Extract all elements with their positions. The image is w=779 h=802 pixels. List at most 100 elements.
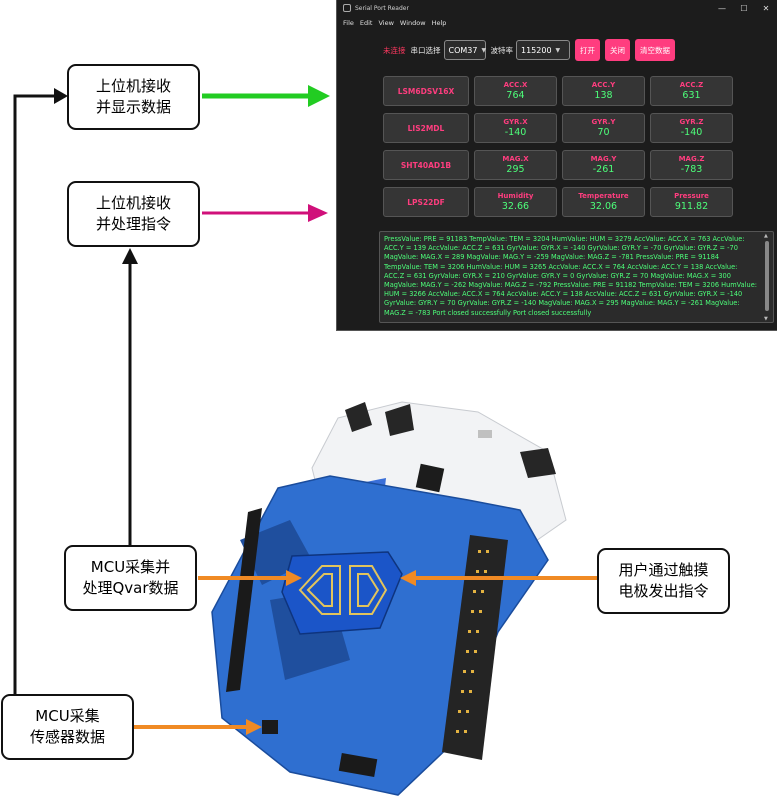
- connection-status: 未连接: [383, 45, 406, 55]
- arrow-magenta-head: [308, 204, 328, 222]
- value-key: GYR.Y: [591, 118, 616, 126]
- clear-data-button[interactable]: 清空数据: [635, 39, 675, 61]
- menu-bar: File Edit View Window Help: [337, 16, 777, 30]
- value-reading: -261: [592, 164, 615, 175]
- port-label: 串口选择: [410, 45, 441, 55]
- header-left: [226, 508, 262, 692]
- value-reading: -140: [680, 127, 703, 138]
- baud-label: 波特率: [490, 45, 514, 55]
- value-cell: MAG.Z-783: [650, 150, 733, 180]
- value-cell: MAG.Y-261: [562, 150, 645, 180]
- log-textarea[interactable]: PressValue: PRE = 91183 TempValue: TEM =…: [379, 231, 774, 323]
- value-reading: -140: [504, 127, 527, 138]
- usb-connector: [478, 430, 492, 438]
- sensor-cell: LSM6DSV16X: [383, 76, 469, 106]
- arrow-orange-user-head: [400, 570, 416, 586]
- callout-mcu-sensor: MCU采集 传感器数据: [1, 694, 134, 760]
- value-reading: 32.06: [589, 201, 618, 212]
- value-reading: 764: [506, 90, 525, 101]
- callout-pc-process: 上位机接收 并处理指令: [67, 181, 200, 247]
- serial-port-reader-window: Serial Port Reader — ☐ ✕ File Edit View …: [336, 0, 777, 331]
- value-key: MAG.X: [502, 155, 529, 163]
- window-title: Serial Port Reader: [355, 4, 409, 12]
- menu-file[interactable]: File: [343, 19, 354, 27]
- value-reading: 911.82: [674, 201, 709, 212]
- title-bar: Serial Port Reader — ☐ ✕: [337, 0, 777, 16]
- chevron-down-icon: ▼: [481, 46, 487, 54]
- sensor-cell: SHT40AD1B: [383, 150, 469, 180]
- chevron-down-icon: ▼: [555, 46, 561, 54]
- sensor-cell: LPS22DF: [383, 187, 469, 217]
- scroll-thumb[interactable]: [765, 241, 769, 311]
- value-cell: GYR.Z-140: [650, 113, 733, 143]
- arrow-orange-sensor-head: [246, 719, 262, 735]
- st-logo: [338, 753, 378, 777]
- menu-view[interactable]: View: [378, 19, 394, 27]
- menu-help[interactable]: Help: [431, 19, 447, 27]
- app-icon: [343, 4, 351, 12]
- menu-edit[interactable]: Edit: [359, 19, 373, 27]
- toolbar: 未连接 串口选择 COM37 ▼ 波特率 115200 ▼ 打开 关闭 清空数据: [337, 38, 777, 62]
- sensor-cell: LIS2MDL: [383, 113, 469, 143]
- arrow-orange-qvar-head: [286, 570, 302, 586]
- top-connector: [385, 404, 414, 436]
- arrow-black-vertical-head: [122, 248, 138, 264]
- value-reading: 138: [594, 90, 613, 101]
- callout-mcu-qvar: MCU采集并 处理Qvar数据: [64, 545, 197, 611]
- value-key: ACC.X: [503, 81, 528, 89]
- value-key: Temperature: [578, 192, 629, 200]
- chip: [415, 463, 445, 493]
- value-key: Pressure: [674, 192, 709, 200]
- menu-window[interactable]: Window: [399, 19, 426, 27]
- open-button[interactable]: 打开: [575, 39, 600, 61]
- value-reading: 32.66: [501, 201, 530, 212]
- value-reading: 631: [682, 90, 701, 101]
- baud-value: 115200: [521, 45, 552, 55]
- header-pins: [456, 550, 489, 733]
- baud-select[interactable]: 115200 ▼: [516, 40, 570, 60]
- sensor-chip: [262, 720, 278, 734]
- scroll-up-icon[interactable]: ▲: [764, 233, 768, 239]
- value-reading: 295: [506, 164, 525, 175]
- value-key: ACC.Y: [591, 81, 616, 89]
- value-key: MAG.Y: [590, 155, 617, 163]
- arrow-black-loop-head: [54, 88, 68, 104]
- minimize-icon[interactable]: —: [718, 3, 726, 13]
- value-key: MAG.Z: [678, 155, 705, 163]
- value-reading: -783: [680, 164, 703, 175]
- callout-pc-display: 上位机接收 并显示数据: [67, 64, 200, 130]
- value-cell: GYR.X-140: [474, 113, 557, 143]
- log-scrollbar[interactable]: ▲ ▼: [763, 233, 771, 322]
- value-key: GYR.X: [503, 118, 528, 126]
- value-key: GYR.Z: [679, 118, 704, 126]
- top-connector: [520, 448, 556, 478]
- close-icon[interactable]: ✕: [762, 3, 770, 13]
- arrow-green-head: [308, 85, 330, 107]
- value-key: ACC.Z: [679, 81, 704, 89]
- arrow-black-loop: [13, 94, 58, 694]
- sensor-name: LSM6DSV16X: [397, 86, 455, 96]
- close-port-button[interactable]: 关闭: [605, 39, 630, 61]
- port-select[interactable]: COM37 ▼: [443, 40, 487, 60]
- maximize-icon[interactable]: ☐: [740, 3, 748, 13]
- value-reading: 70: [597, 127, 610, 138]
- scroll-down-icon[interactable]: ▼: [764, 316, 768, 322]
- sensor-name: LPS22DF: [407, 197, 445, 207]
- top-connector: [345, 402, 372, 432]
- window-controls: — ☐ ✕: [711, 4, 777, 13]
- sensor-name: SHT40AD1B: [400, 160, 452, 170]
- value-key: Humidity: [497, 192, 534, 200]
- touch-electrode-icon: [298, 565, 388, 615]
- header-right: [442, 535, 508, 760]
